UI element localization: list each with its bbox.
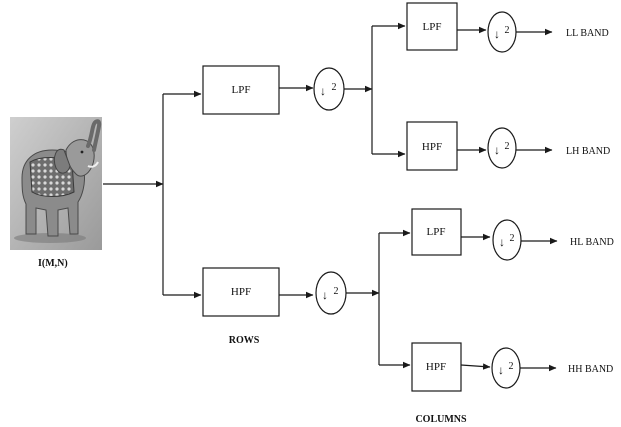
lh-downsampler: ↓ 2 — [488, 128, 516, 168]
col-bottom-hpf-label: HPF — [426, 361, 446, 373]
hl-band-label: HL BAND — [570, 237, 614, 248]
hl-downsampler: ↓ 2 — [493, 220, 521, 260]
top-column-wires — [344, 26, 405, 154]
rows-hpf-label: HPF — [231, 286, 251, 298]
col-top-hpf-label: HPF — [422, 141, 442, 153]
rows-lpf-block: LPF — [203, 66, 279, 114]
col-top-hpf-block: HPF — [407, 122, 457, 170]
ll-downsampler: ↓ 2 — [488, 12, 516, 52]
col-bottom-hpf-block: HPF — [412, 343, 461, 391]
rows-bottom-downsampler: ↓ 2 — [316, 272, 346, 314]
rows-top-downsampler: ↓ 2 — [314, 68, 344, 110]
columns-caption: COLUMNS — [415, 414, 467, 425]
hh-band-label: HH BAND — [568, 364, 613, 375]
downsample-factor: 2 — [334, 286, 339, 297]
downsample-arrow: ↓ — [322, 288, 328, 302]
rows-hpf-block: HPF — [203, 268, 279, 316]
downsample-factor: 2 — [505, 25, 510, 36]
input-image-label: I(M,N) — [38, 258, 68, 269]
rows-caption: ROWS — [229, 335, 260, 346]
hh-downsampler: ↓ 2 — [492, 348, 520, 388]
col-top-lpf-block: LPF — [407, 3, 457, 50]
downsample-factor: 2 — [332, 82, 337, 93]
downsample-arrow: ↓ — [494, 27, 500, 41]
ll-band-label: LL BAND — [566, 28, 609, 39]
downsample-arrow: ↓ — [498, 363, 504, 377]
col-bottom-lpf-label: LPF — [427, 226, 446, 238]
col-bottom-lpf-block: LPF — [412, 209, 461, 255]
input-image — [10, 117, 102, 250]
input-wires — [103, 94, 201, 295]
col-top-lpf-label: LPF — [423, 21, 442, 33]
downsample-factor: 2 — [509, 361, 514, 372]
downsample-arrow: ↓ — [499, 235, 505, 249]
downsample-factor: 2 — [505, 141, 510, 152]
lh-band-label: LH BAND — [566, 146, 610, 157]
downsample-factor: 2 — [510, 233, 515, 244]
rows-lpf-label: LPF — [232, 84, 251, 96]
downsample-arrow: ↓ — [320, 84, 326, 98]
downsample-arrow: ↓ — [494, 143, 500, 157]
bottom-column-wires — [346, 233, 410, 365]
